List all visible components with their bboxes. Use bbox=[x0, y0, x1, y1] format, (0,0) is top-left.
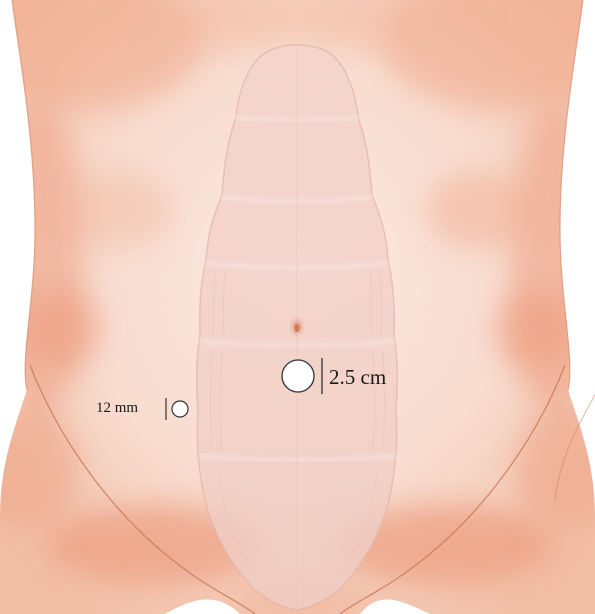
umbilicus bbox=[292, 320, 302, 334]
umbilical-port-label: 2.5 cm bbox=[329, 367, 386, 388]
right-lower-port-label: 12 mm bbox=[96, 401, 138, 416]
